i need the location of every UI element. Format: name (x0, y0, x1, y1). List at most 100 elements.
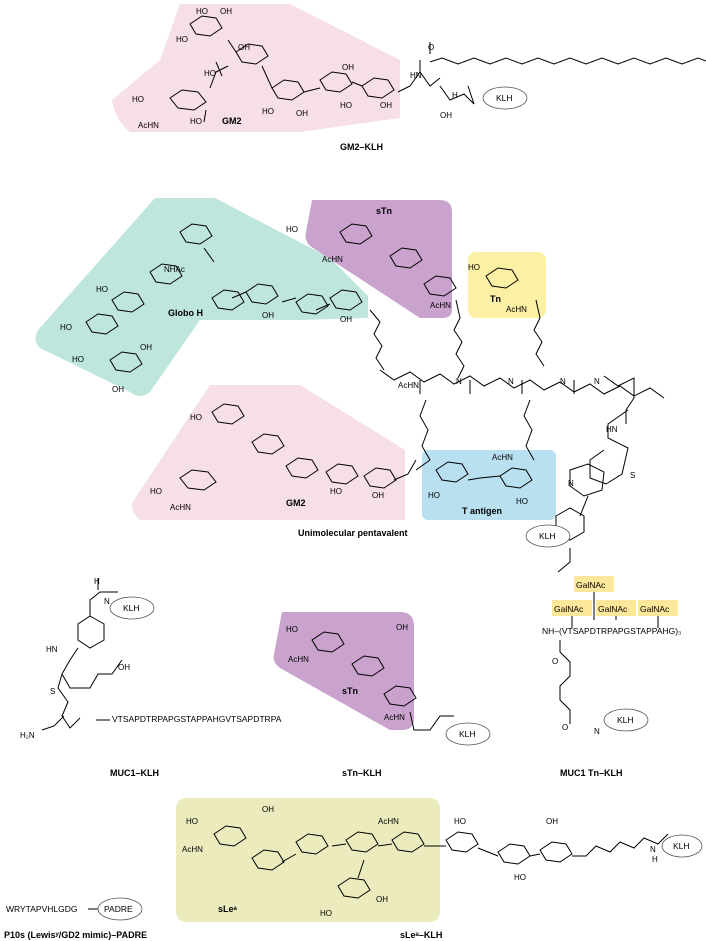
gm2-klh-caption: GM2–KLH (340, 142, 383, 152)
atom-label: OH (342, 63, 354, 72)
atom-label: OH (376, 895, 388, 904)
tn-region (468, 252, 546, 318)
p10s-caption: P10s (Lewisʸ/GD2 mimic)–PADRE (4, 930, 147, 940)
atom-label: O (428, 43, 434, 52)
atom-label: HN (410, 71, 422, 80)
atom-label: HO (286, 625, 298, 634)
atom-label: N (594, 377, 600, 386)
p10s-sequence: WRYTAPVHLGDG (6, 904, 77, 914)
atom-label: OH (296, 109, 308, 118)
atom-label: AcHN (138, 121, 159, 130)
slea-region-label: sLeᵃ (218, 904, 238, 914)
atom-label: HO (340, 101, 352, 110)
atom-label: S (630, 471, 635, 480)
muc1-tn-klh-structure: GalNAc GalNAc GalNAc GalNAc NH–(VTSAPDTR… (542, 576, 681, 778)
atom-label: OH (372, 491, 384, 500)
atom-label: HO (320, 909, 332, 918)
gm2-klh-structure: HO OH HO OH HO OH HO OH HO OH HO AcHN HO… (112, 4, 706, 152)
klh-carrier (482, 86, 528, 110)
atom-label: OH (118, 663, 130, 672)
atom-label: N (594, 727, 600, 736)
galnac-box (596, 600, 636, 616)
stn-klh-caption: sTn–KLH (342, 768, 382, 778)
atom-label: HO (176, 35, 188, 44)
atom-label: HO (468, 263, 480, 272)
muc1-sequence: VTSAPDTRPAPGSTAPPAHGVTSAPDTRPA (112, 714, 282, 724)
atom-label: HO (204, 69, 216, 78)
t-antigen-region-label: T antigen (462, 506, 502, 516)
galnac-label: GalNAc (640, 604, 670, 614)
atom-label: HO (60, 323, 72, 332)
atom-label: OH (546, 817, 558, 826)
atom-label: OH (112, 385, 124, 394)
atom-label: N (650, 845, 656, 854)
slea-region (176, 798, 440, 922)
atom-label: OH (238, 43, 250, 52)
muc1-klh-caption: MUC1–KLH (110, 768, 159, 778)
globo-h-region (35, 198, 369, 396)
atom-label: AcHN (430, 301, 451, 310)
atom-label: AcHN (288, 655, 309, 664)
atom-label: OH (220, 7, 232, 16)
t-antigen-region (422, 450, 556, 520)
klh-carrier-label: KLH (496, 93, 513, 103)
unimolecular-caption: Unimolecular pentavalent (298, 528, 408, 538)
atom-label: AcHN (170, 503, 191, 512)
gm2-region-top (112, 4, 400, 132)
atom-label: H (452, 91, 458, 100)
padre-carrier-label: PADRE (104, 904, 133, 914)
atom-label: HO (96, 285, 108, 294)
klh-carrier-label: KLH (617, 715, 634, 725)
atom-label: HO (286, 225, 298, 234)
gm2-region-middle (132, 385, 405, 520)
slea-klh-caption: sLeᵃ–KLH (400, 930, 442, 940)
atom-label: H₂N (20, 731, 35, 740)
padre-carrier (97, 897, 143, 921)
atom-label: OH (340, 315, 352, 324)
atom-label: OH (262, 311, 274, 320)
atom-label: AcHN (492, 453, 513, 462)
atom-label: HO (330, 487, 342, 496)
atom-label: AcHN (378, 817, 399, 826)
atom-label: HO (454, 817, 466, 826)
atom-label: H (94, 577, 100, 586)
atom-label: AcHN (398, 381, 419, 390)
atom-label: HO (262, 107, 274, 116)
atom-label: N (104, 597, 110, 606)
atom-label: S (50, 687, 55, 696)
galnac-box (638, 600, 678, 616)
atom-label: N (568, 479, 574, 488)
atom-label: O (562, 723, 568, 732)
atom-label: AcHN (182, 845, 203, 854)
atom-label: HN (46, 645, 58, 654)
gm2-region-label: GM2 (286, 498, 306, 508)
klh-carrier (109, 596, 155, 620)
atom-label: N (456, 377, 462, 386)
stn-region-label: sTn (342, 686, 358, 696)
klh-carrier (661, 834, 703, 858)
atom-label: HO (150, 487, 162, 496)
atom-label: HO (190, 117, 202, 126)
galnac-label: GalNAc (576, 580, 606, 590)
gm2-region-label: GM2 (222, 116, 242, 126)
klh-carrier-label: KLH (459, 729, 476, 739)
tn-region-label: Tn (490, 294, 501, 304)
galnac-box (552, 600, 592, 616)
atom-label: HO (428, 491, 440, 500)
atom-label: HO (514, 873, 526, 882)
atom-label: OH (262, 805, 274, 814)
atom-label: AcHN (322, 255, 343, 264)
klh-carrier-label: KLH (123, 603, 140, 613)
atom-label: HO (186, 817, 198, 826)
atom-label: AcHN (384, 713, 405, 722)
p10s-padre-structure: WRYTAPVHLGDG PADRE P10s (Lewisʸ/GD2 mimi… (4, 897, 147, 940)
slea-klh-structure: HO AcHN AcHN OH HO OH HO OH HO N H sLeᵃ … (176, 798, 703, 940)
klh-carrier-label: KLH (539, 531, 556, 541)
muc1-tn-klh-caption: MUC1 Tn–KLH (560, 768, 623, 778)
atom-label: N (508, 377, 514, 386)
atom-label: N (560, 377, 566, 386)
globo-h-region-label: Globo H (168, 308, 203, 318)
atom-label: OH (140, 343, 152, 352)
atom-label: HO (196, 7, 208, 16)
